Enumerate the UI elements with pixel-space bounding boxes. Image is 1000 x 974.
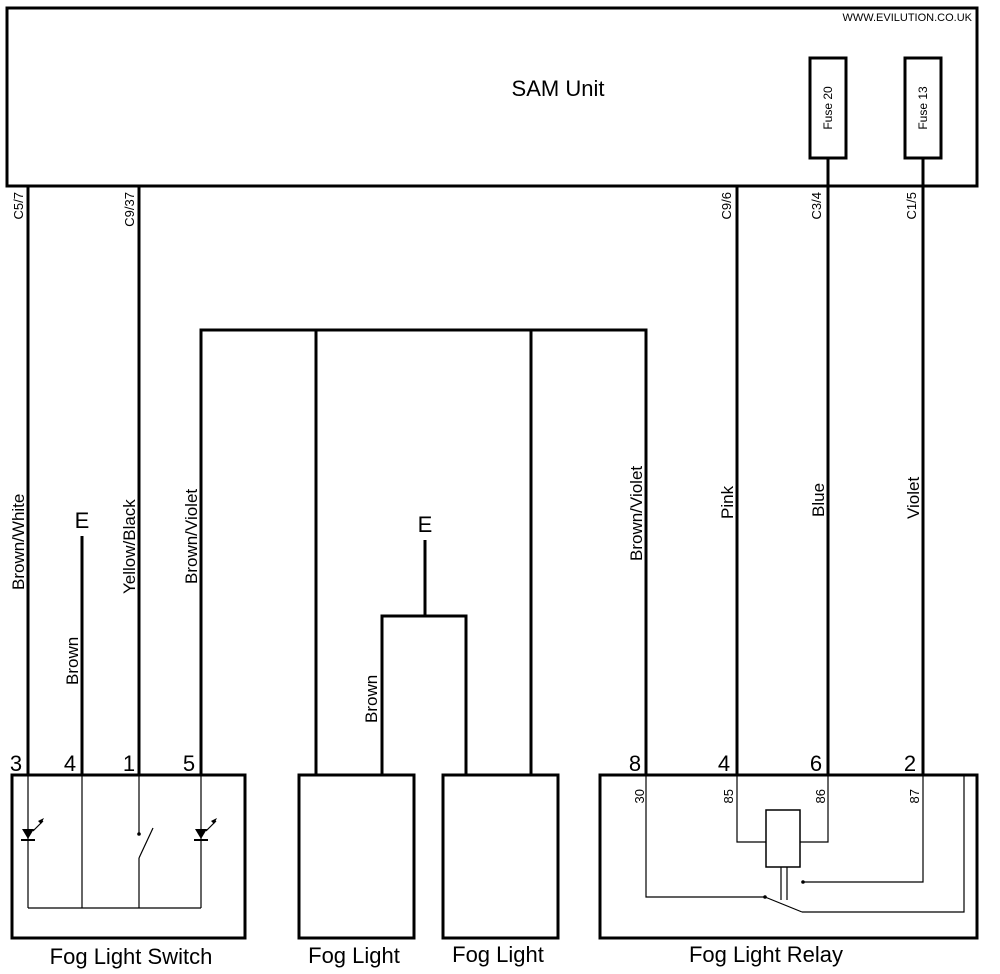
watermark: WWW.EVILUTION.CO.UK — [842, 12, 972, 24]
relay-terminal-86: 86 — [813, 789, 828, 803]
wire-brown-fog-earth — [380, 614, 468, 775]
connector-c1-5: C1/5 — [904, 192, 919, 219]
fog-light-2-label: Fog Light — [452, 942, 544, 967]
sam-unit-title: SAM Unit — [512, 76, 605, 101]
sam-unit: SAM Unit WWW.EVILUTION.CO.UK Fuse 20 Fus… — [5, 6, 979, 188]
label-violet: Violet — [904, 477, 923, 519]
fuse-20-label: Fuse 20 — [821, 86, 835, 130]
fog-light-1-label: Fog Light — [308, 943, 400, 968]
switch-pin-3: 3 — [10, 751, 22, 776]
switch-led-left-icon — [21, 818, 44, 841]
label-brown-switch: Brown — [63, 637, 82, 685]
relay-pins: 8 4 6 2 — [629, 751, 916, 776]
relay-pin-6: 6 — [810, 751, 822, 776]
sam-connectors: C5/7 C9/37 C9/6 C3/4 C1/5 — [11, 192, 919, 227]
relay-terminal-87: 87 — [907, 789, 922, 803]
wire-labels: Brown/White Brown Yellow/Black Brown/Vio… — [9, 466, 923, 723]
label-brown-fog: Brown — [362, 675, 381, 723]
relay-terminal-85: 85 — [721, 789, 736, 803]
switch-led-right-icon — [194, 818, 217, 841]
label-brown-violet-left: Brown/Violet — [182, 489, 201, 584]
connector-c5-7: C5/7 — [11, 192, 26, 219]
switch-pin-5: 5 — [183, 751, 195, 776]
label-pink: Pink — [718, 485, 737, 519]
connector-c9-37: C9/37 — [122, 192, 137, 227]
label-yellow-black: Yellow/Black — [120, 499, 139, 594]
fog-light-1: Fog Light — [297, 773, 416, 968]
fog-light-relay-label: Fog Light Relay — [689, 942, 843, 967]
fuse-13-label: Fuse 13 — [916, 86, 930, 130]
label-brown-white: Brown/White — [9, 494, 28, 590]
relay-terminal-30: 30 — [632, 789, 647, 803]
switch-pins: 3 4 1 5 — [10, 751, 195, 776]
wires — [26, 158, 925, 775]
switch-pin-1: 1 — [123, 751, 135, 776]
relay-coil-icon — [736, 775, 829, 868]
switch-pin-4: 4 — [64, 751, 76, 776]
relay-pin-8: 8 — [629, 751, 641, 776]
connector-c9-6: C9/6 — [719, 192, 734, 219]
earth-label-switch: E — [75, 508, 90, 533]
wire-brown-violet-bus — [199, 328, 648, 775]
earth-label-fog: E — [418, 512, 433, 537]
fog-light-2-box — [441, 773, 560, 940]
switch-contact-icon — [137, 775, 154, 908]
label-brown-violet-right: Brown/Violet — [627, 466, 646, 561]
fog-light-relay: 30 85 86 87 Fog Light Relay — [598, 773, 979, 967]
relay-contact-icon — [645, 775, 965, 913]
fog-light-switch: Fog Light Switch — [10, 773, 247, 969]
relay-pin-4: 4 — [718, 751, 730, 776]
fog-light-1-box — [297, 773, 416, 940]
label-blue: Blue — [809, 483, 828, 517]
fog-light-switch-box — [10, 773, 247, 940]
fog-light-switch-label: Fog Light Switch — [50, 944, 213, 969]
fog-light-2: Fog Light — [441, 773, 560, 967]
connector-c3-4: C3/4 — [809, 192, 824, 219]
relay-pin-2: 2 — [904, 751, 916, 776]
